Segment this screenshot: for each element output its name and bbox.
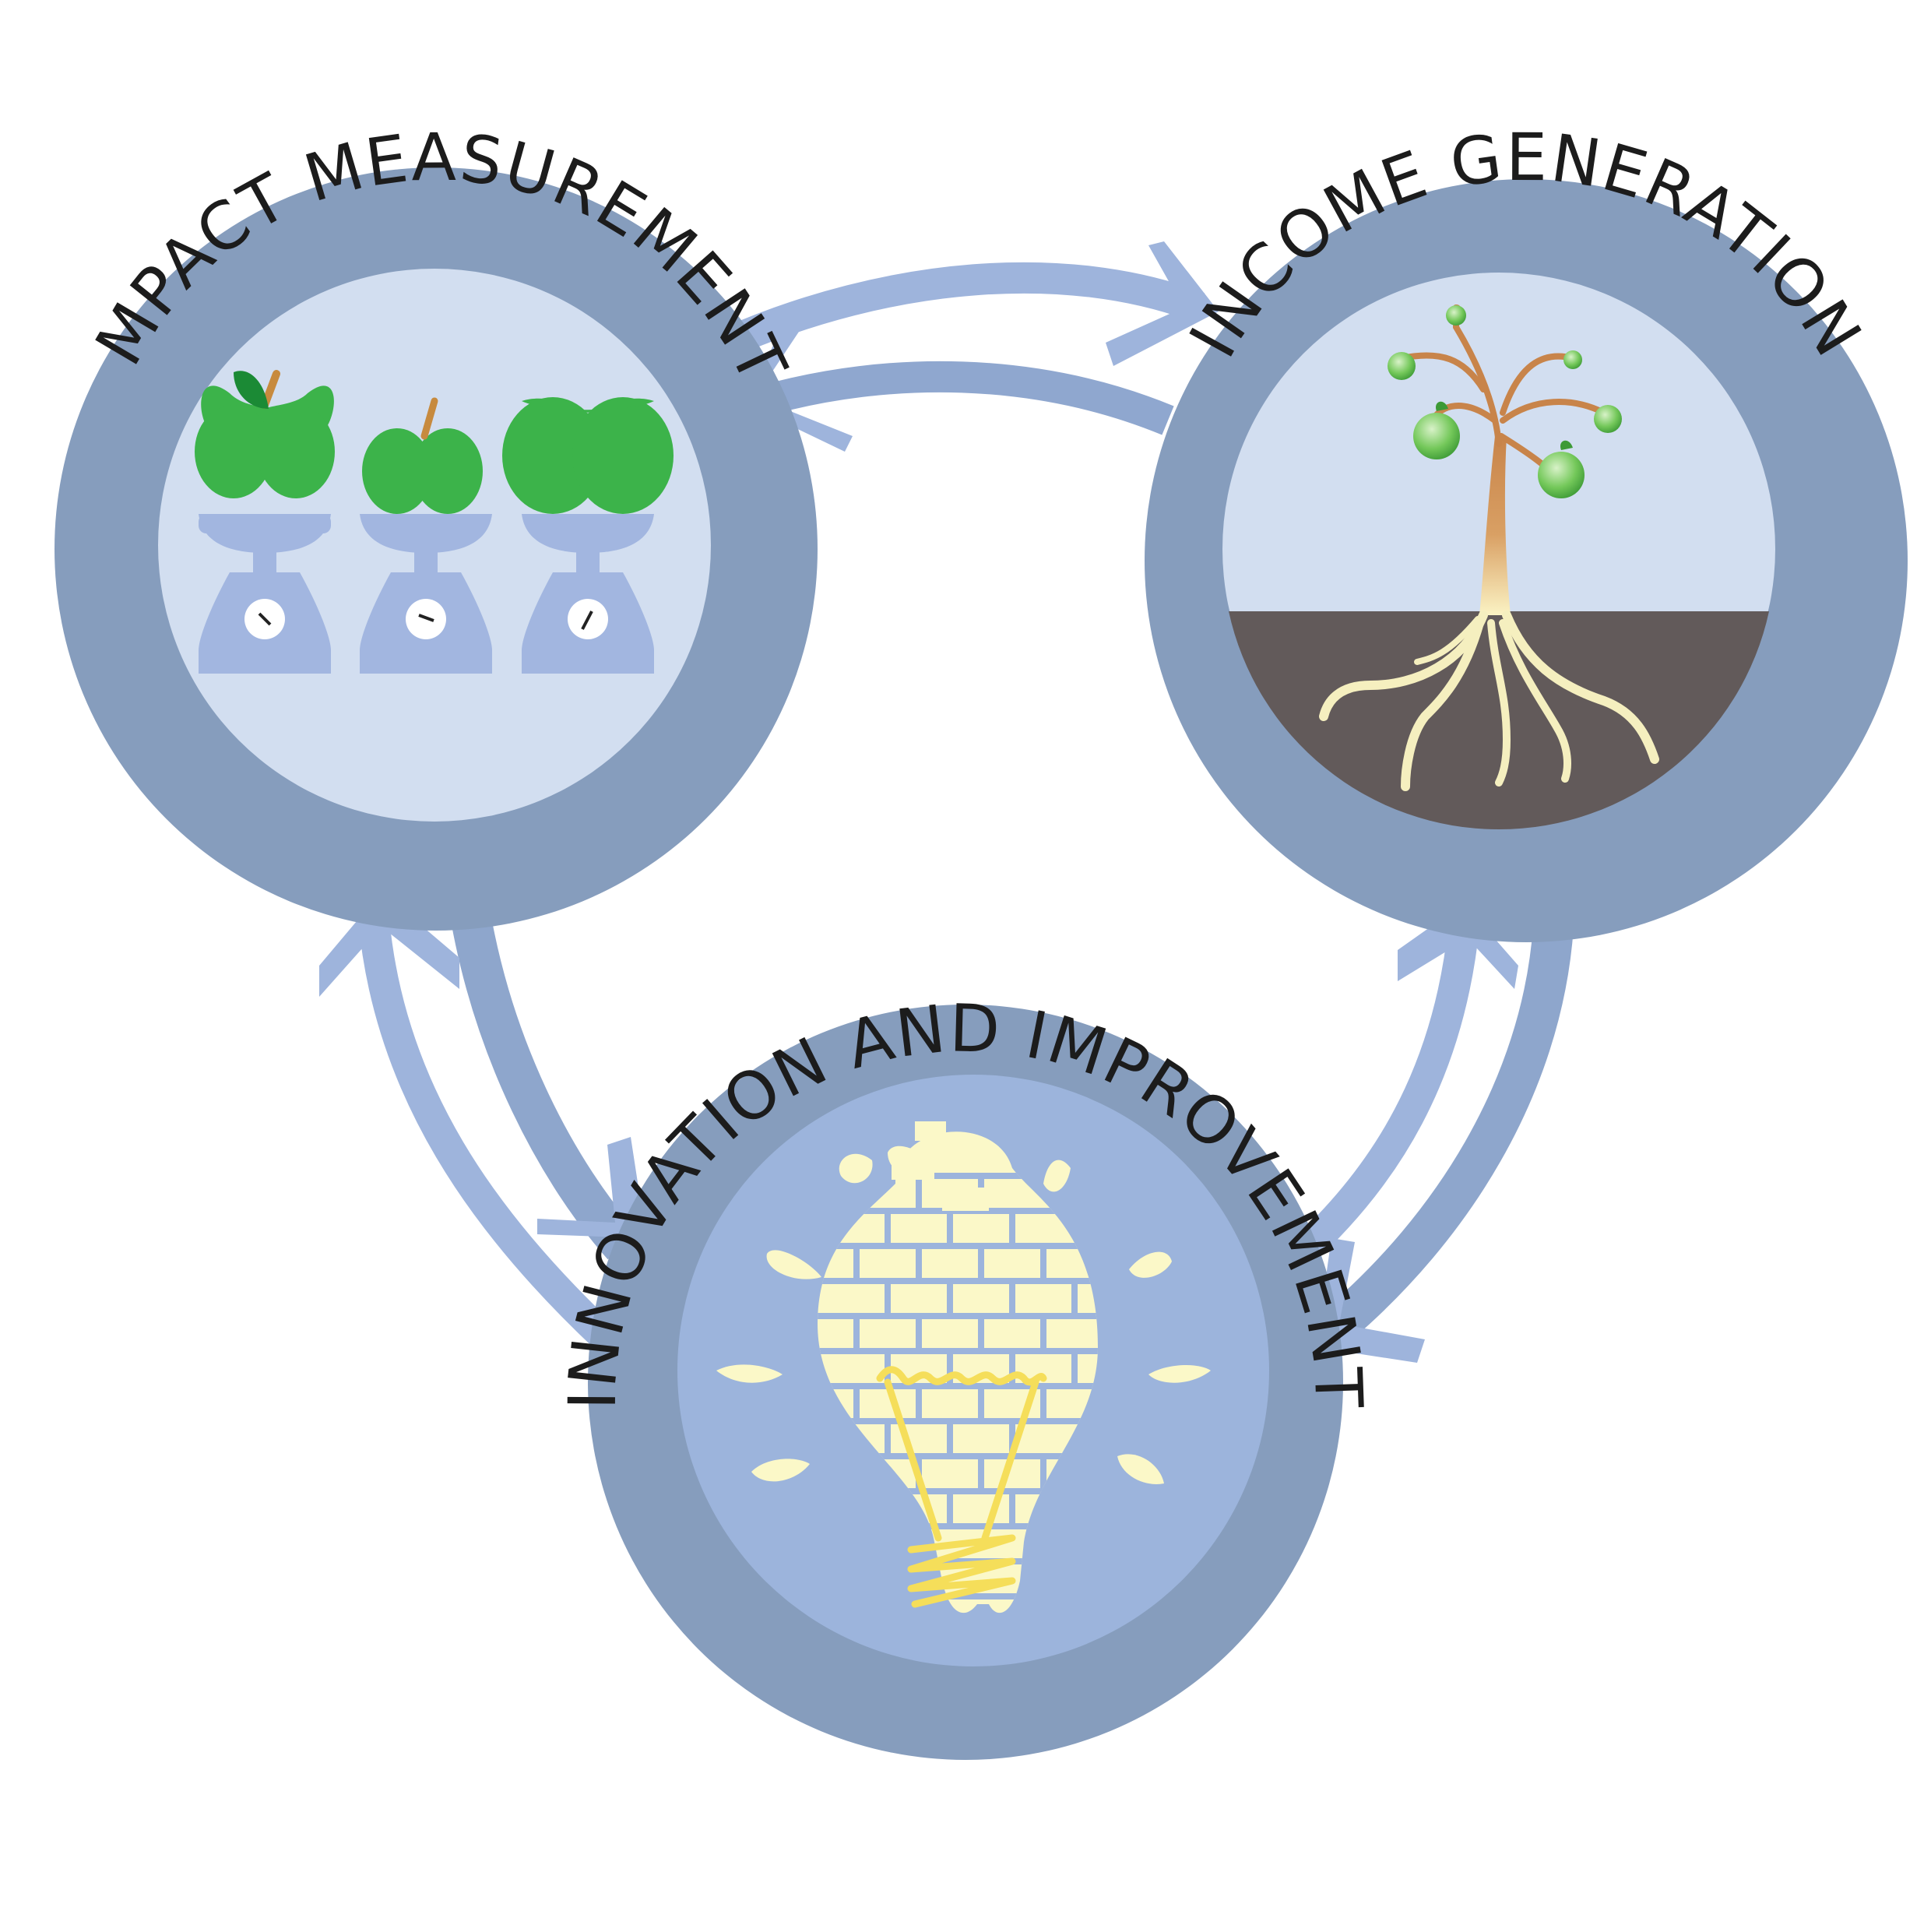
soil	[1229, 611, 1769, 830]
node-income-generation: INCOME GENERATION	[1145, 119, 1908, 942]
arrow-income-to-impact	[747, 323, 1174, 452]
light-rays	[716, 1145, 1211, 1484]
roots	[1319, 611, 1659, 791]
arrow-innovation-to-income	[1289, 903, 1518, 1265]
arrow-income-to-innovation	[1316, 925, 1574, 1363]
apple-tree-icon	[1319, 304, 1659, 791]
node-impact-measurement: IMPACT MEASUREMENT	[0, 0, 818, 931]
arrow-impact-to-innovation	[447, 892, 646, 1260]
arrow-impact-to-income	[721, 241, 1219, 366]
node-innovation-and-improvement: INNOVATION AND IMPROVEMENT	[554, 990, 1376, 1760]
tree-apples	[1388, 305, 1622, 498]
scales-with-apples-icon	[195, 370, 674, 674]
